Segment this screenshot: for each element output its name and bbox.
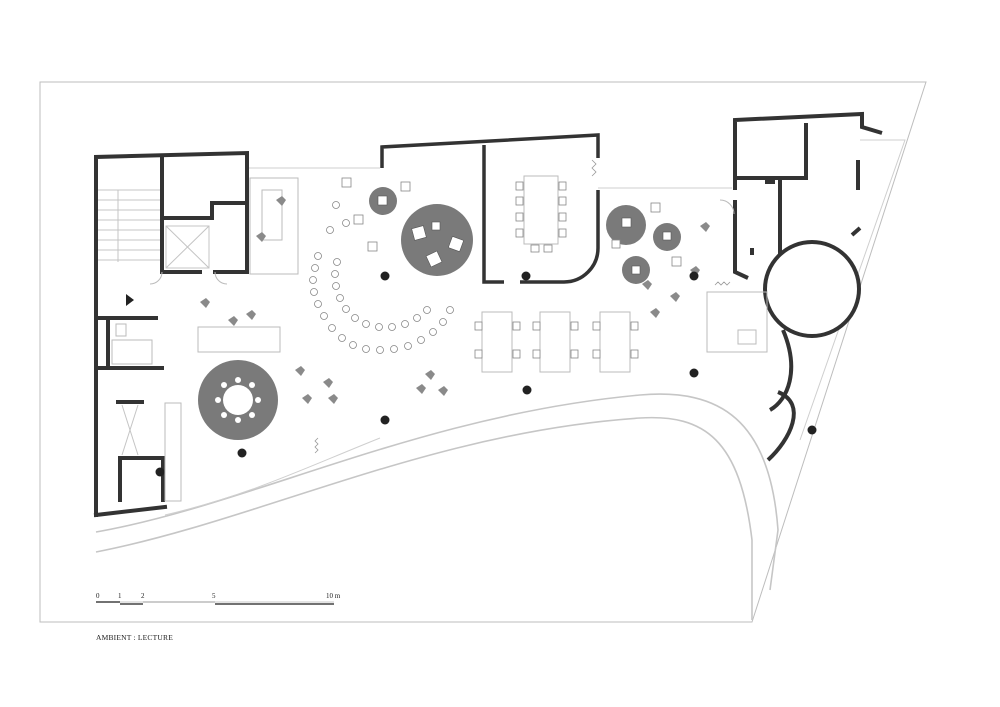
meeting-table (523, 175, 559, 245)
columns (155, 271, 817, 477)
wall-window-squiggle (591, 159, 597, 177)
round-table-area (198, 360, 278, 440)
right-core-walls (733, 111, 883, 280)
core-fixtures (111, 177, 299, 502)
scale-tick-2: 2 (141, 592, 145, 600)
scale-tick-1: 1 (118, 592, 122, 600)
table-objects (377, 195, 672, 275)
round-room-wall (763, 240, 861, 338)
elevator-arrow-icon (126, 294, 134, 306)
people-figures (200, 196, 710, 404)
meeting-chairs (515, 181, 567, 253)
scale-bar: 0 1 2 5 10 m (96, 592, 341, 605)
scale-tick-0: 0 (96, 592, 100, 600)
stair (98, 189, 210, 456)
site-boundary-curve (95, 393, 779, 620)
drawing-caption: AMBIENT : LECTURE (96, 633, 174, 642)
sheet-frame (39, 81, 927, 623)
meeting-room-walls (380, 133, 600, 284)
curtains (314, 281, 731, 454)
loose-chairs (341, 177, 682, 267)
floor-outline (164, 139, 906, 516)
desk-chairs (474, 321, 639, 359)
desks (481, 311, 631, 373)
right-fixtures (706, 199, 768, 353)
sofa (197, 326, 281, 353)
lecture-seating (309, 201, 454, 354)
right-curved-walls (766, 329, 796, 462)
left-core-walls (93, 150, 249, 518)
scale-tick-10: 10 m (326, 592, 341, 600)
scale-tick-5: 5 (212, 592, 216, 600)
